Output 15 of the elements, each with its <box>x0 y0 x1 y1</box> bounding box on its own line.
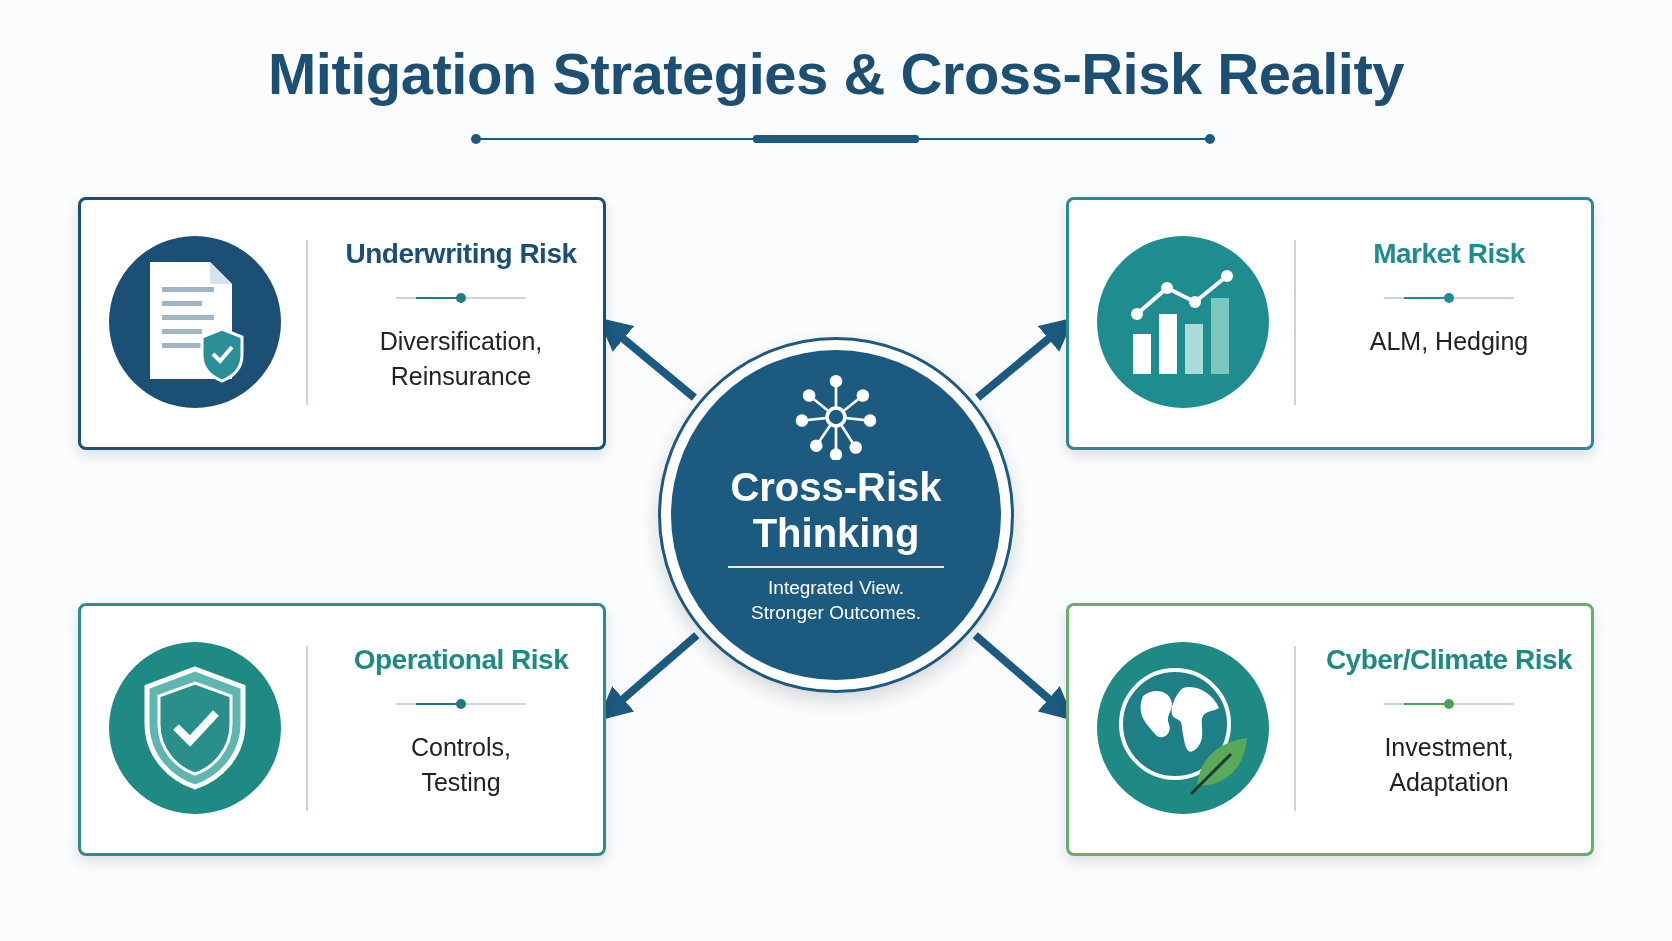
title: Mitigation Strategies & Cross-Risk Reality <box>266 40 1406 107</box>
risk-card <box>78 603 606 856</box>
circle-heading: Cross-Risk Thinking <box>729 464 943 556</box>
circle-subtext: Integrated View. Stronger Outcomes. <box>750 576 922 625</box>
card-text: Investment, Adaptation <box>1383 732 1515 798</box>
card-text: Diversification, Reinsurance <box>378 326 544 392</box>
card-heading: Cyber/Climate Risk <box>1325 644 1573 676</box>
card-heading: Operational Risk <box>353 644 569 676</box>
card-text: Controls, Testing <box>409 732 512 798</box>
risk-card <box>1066 197 1594 450</box>
card-heading: Market Risk <box>1373 238 1525 270</box>
card-text: ALM, Hedging <box>1369 326 1529 357</box>
risk-card <box>1066 603 1594 856</box>
card-heading: Underwriting Risk <box>345 238 577 270</box>
risk-card <box>78 197 606 450</box>
